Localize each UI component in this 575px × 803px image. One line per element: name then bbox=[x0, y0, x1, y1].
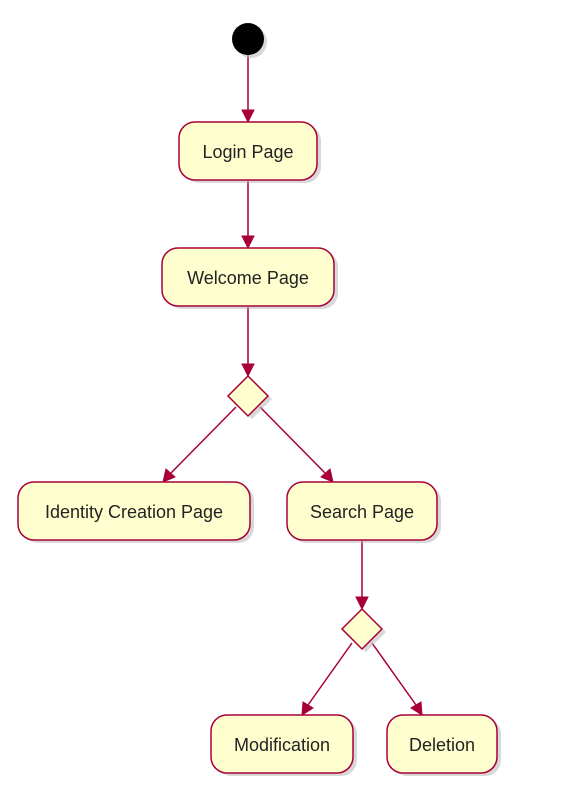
edge-start-to-login bbox=[241, 55, 255, 124]
node-label: Login Page bbox=[202, 142, 293, 162]
node-login-page: Login Page bbox=[178, 121, 321, 183]
node-deletion: Deletion bbox=[386, 714, 501, 776]
node-label: Search Page bbox=[310, 502, 414, 522]
edge-decision-to-deletion bbox=[371, 642, 423, 716]
node-label: Modification bbox=[234, 735, 330, 755]
start-node bbox=[232, 23, 267, 58]
node-modification: Modification bbox=[210, 714, 357, 776]
edge-decision-to-modification bbox=[301, 642, 353, 716]
node-label: Identity Creation Page bbox=[45, 502, 223, 522]
edge-decision-to-search bbox=[259, 406, 334, 483]
node-label: Deletion bbox=[409, 735, 475, 755]
node-identity-creation-page: Identity Creation Page bbox=[17, 481, 254, 543]
decision-node-1 bbox=[226, 374, 272, 419]
edge-search-to-decision bbox=[355, 540, 369, 611]
edge-login-to-welcome bbox=[241, 181, 255, 250]
node-search-page: Search Page bbox=[286, 481, 441, 543]
decision-node-2 bbox=[340, 607, 386, 652]
edge-welcome-to-decision bbox=[241, 307, 255, 378]
node-label: Welcome Page bbox=[187, 268, 309, 288]
node-welcome-page: Welcome Page bbox=[161, 247, 338, 309]
edge-decision-to-identity bbox=[162, 406, 237, 483]
